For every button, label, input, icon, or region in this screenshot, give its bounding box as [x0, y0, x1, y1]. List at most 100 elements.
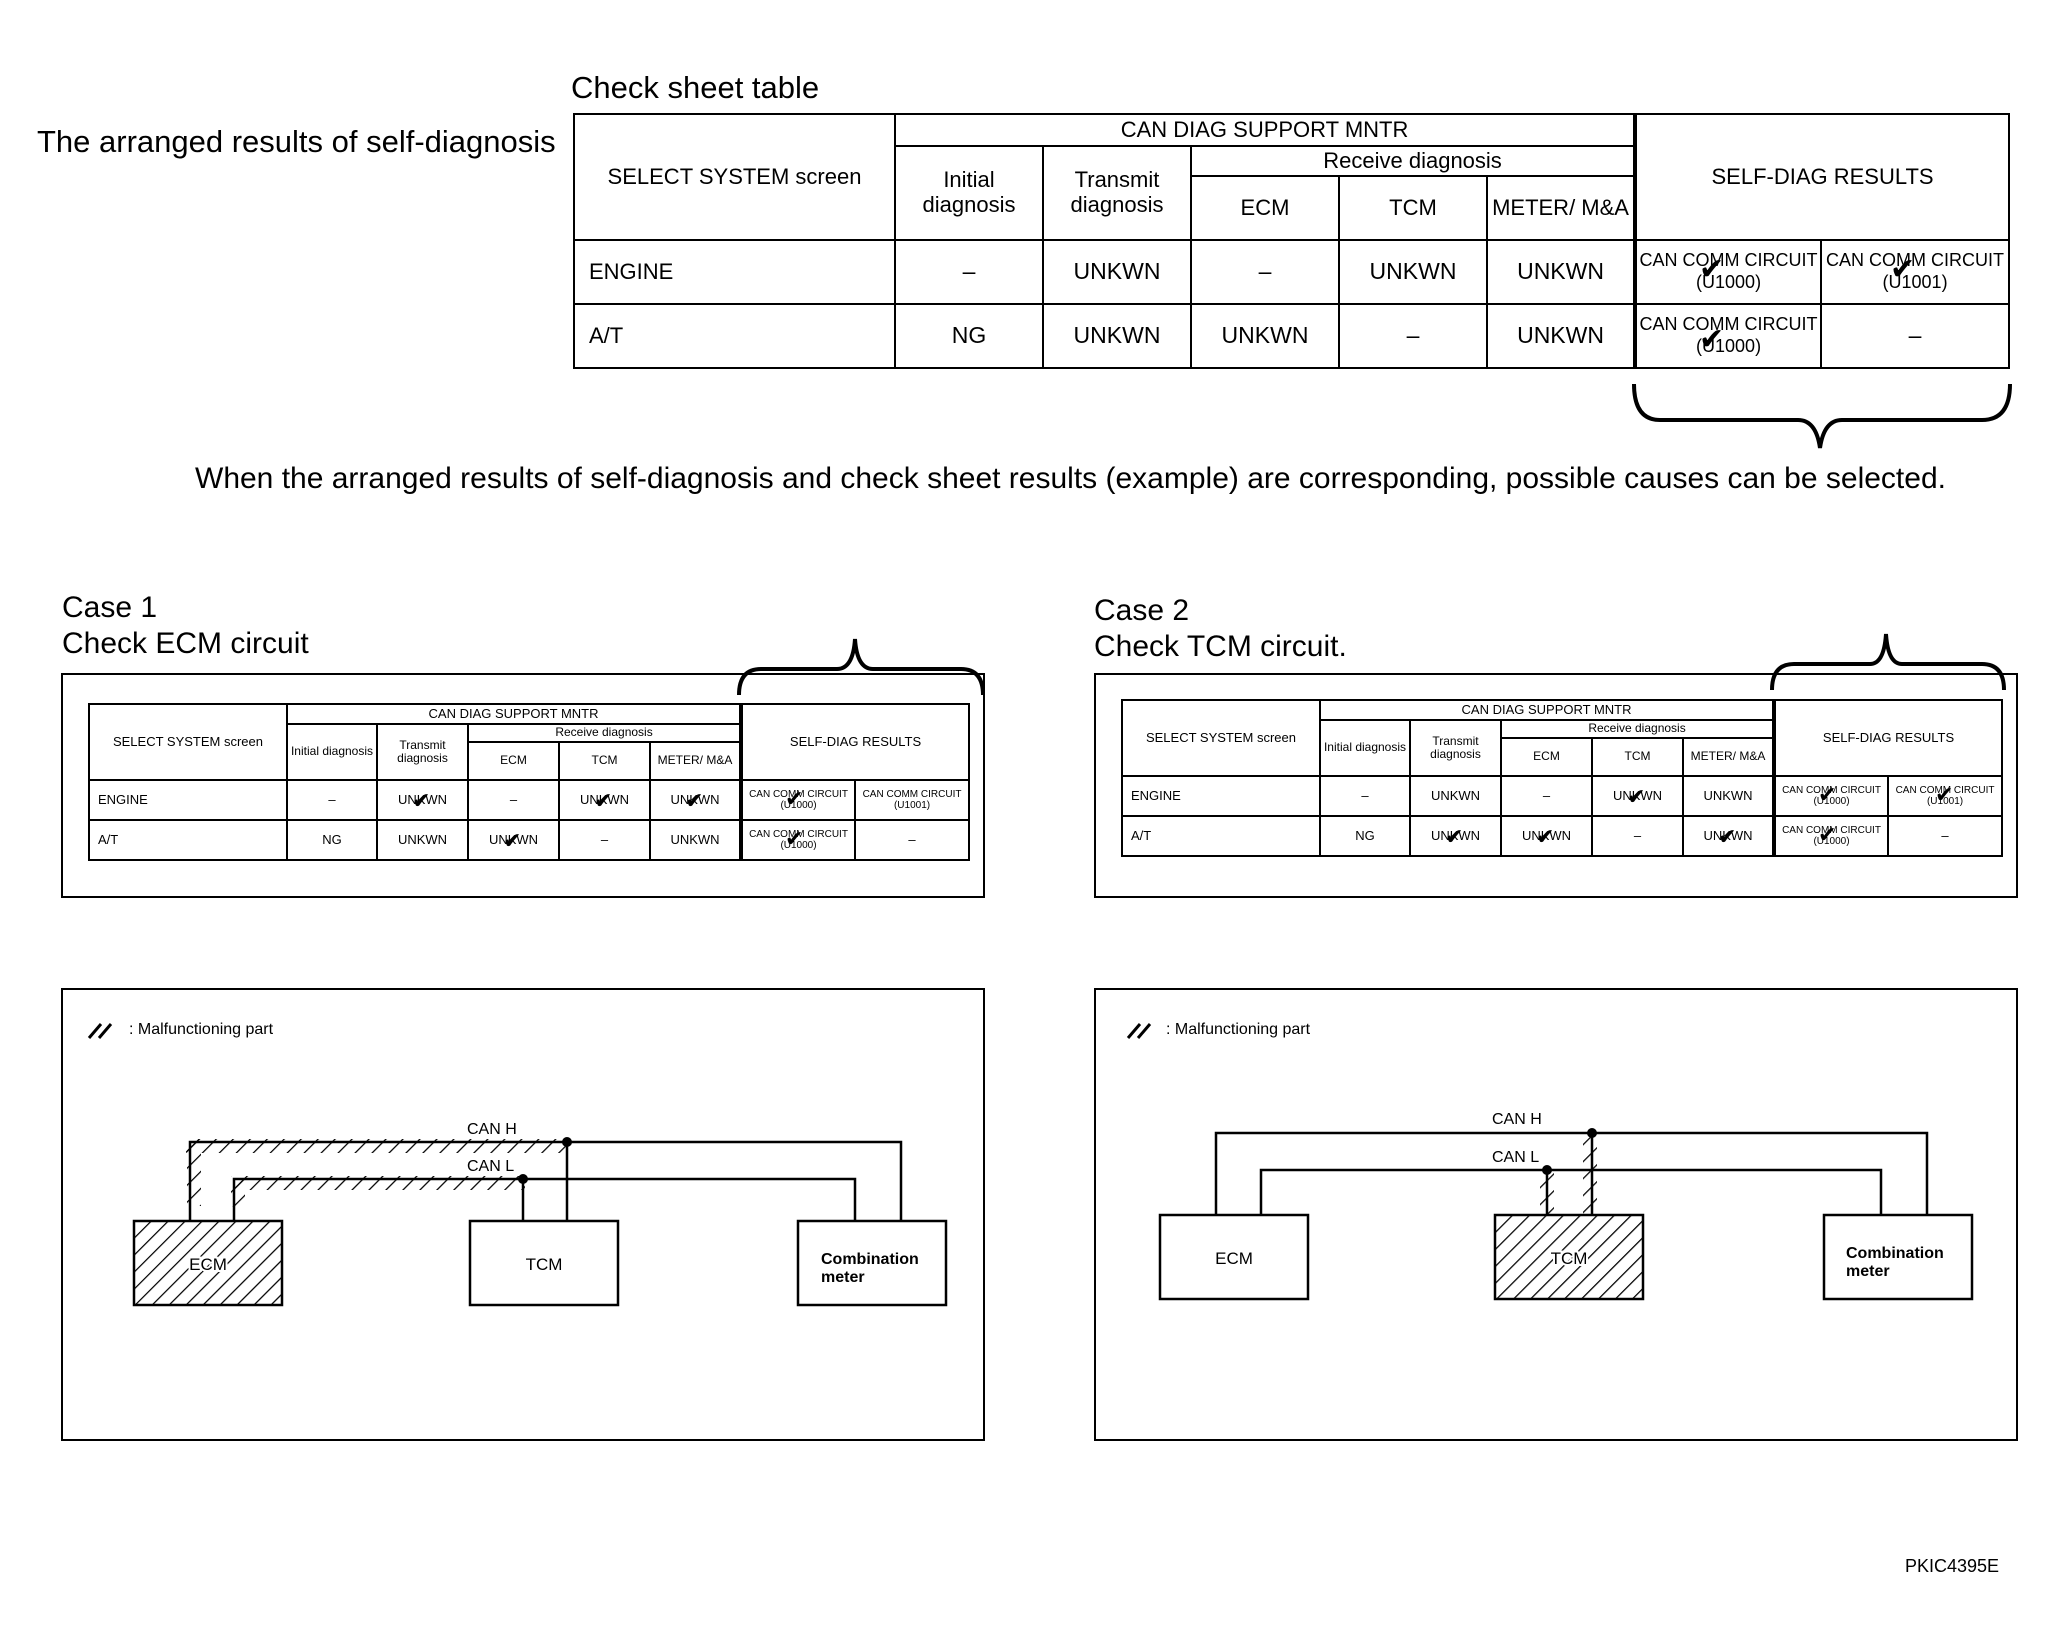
initial-cell: NG [286, 819, 378, 861]
cell-text: UNKWN [1612, 787, 1663, 803]
ecm-module [1158, 1213, 1310, 1301]
can-l-label: CAN L [467, 1158, 514, 1175]
meter-cell: UNKWN [1485, 239, 1637, 305]
case-2-title: Case 2 Check TCM circuit. [1094, 593, 1347, 665]
case-2-check-sheet-table: SELECT SYSTEM screen CAN DIAG SUPPORT MN… [1121, 699, 2004, 857]
table-row: ENGINE – UNKWN – UNKWN UNKWN CAN COMM CI… [573, 239, 2011, 305]
tcm-cell: UNKWN [1338, 239, 1488, 305]
tcm-module [468, 1219, 620, 1307]
combination-meter-module [796, 1219, 948, 1307]
can-h-wire [1214, 1131, 1929, 1214]
tcm-cell: UNKWN✔ [1591, 775, 1684, 817]
tcm-header: TCM [558, 741, 651, 781]
junction-dot [562, 1137, 572, 1147]
figure-code: PKIC4395E [1905, 1556, 2000, 1576]
table-row: A/T NG UNKWN UNKWN✔ – UNKWN CAN COMM CIR… [88, 819, 971, 861]
combination-meter-label: Combination meter [1846, 1245, 1948, 1280]
case-action: Check ECM circuit [62, 627, 309, 660]
self-diag-text: CAN COMM CIRCUIT (U1000) [1639, 250, 1818, 292]
ecm-module [132, 1219, 284, 1307]
self-diag-cell: CAN COMM CIRCUIT (U1000)✔ [1772, 815, 1890, 857]
ecm-cell: UNKWN [1190, 303, 1340, 369]
self-diag-cell: – [854, 819, 971, 861]
combination-meter-label-line: Combination [821, 1251, 919, 1268]
cell-text: UNKWN [1430, 827, 1481, 843]
receive-diagnosis-header: Receive diagnosis [1189, 145, 1637, 177]
tcm-cell: – [558, 819, 651, 861]
transmit-cell: UNKWN [1042, 303, 1192, 369]
can-h-wire [188, 1140, 903, 1220]
system-cell: A/T [1121, 815, 1321, 857]
can-l-wire [232, 1177, 857, 1220]
case-2-circuit-diagram: : Malfunctioning part CAN H CAN L ECM TC… [1126, 1021, 1974, 1301]
meter-header: METER/ M&A [648, 741, 743, 781]
meter-cell: UNKWN [1681, 775, 1776, 817]
table-row: A/T NG UNKWN UNKWN – UNKWN CAN COMM CIRC… [573, 303, 2011, 369]
main-check-sheet-table: SELECT SYSTEM screen CAN DIAG SUPPORT MN… [573, 113, 2011, 369]
transmit-cell: UNKWN✔ [1409, 815, 1502, 857]
case-label: Case 1 [62, 591, 158, 624]
system-cell: ENGINE [573, 239, 896, 305]
select-system-header: SELECT SYSTEM screen [1121, 699, 1321, 777]
case-1-circuit-frame [61, 988, 985, 1441]
transmit-cell: UNKWN [376, 819, 469, 861]
initial-cell: NG [894, 303, 1044, 369]
cell-text: UNKWN [1703, 827, 1753, 843]
ecm-module-label: ECM [1215, 1249, 1253, 1268]
brace-icon [1770, 633, 2006, 691]
can-diag-support-header: CAN DIAG SUPPORT MNTR [285, 703, 743, 725]
hatch-legend-icon [1126, 1023, 1152, 1039]
select-system-header: SELECT SYSTEM screen [88, 703, 288, 781]
cell-text: UNKWN [397, 791, 448, 807]
hatched-can-h-wire [1583, 1134, 1597, 1216]
cell-text: UNKWN [579, 791, 630, 807]
transmit-diagnosis-header: Transmit diagnosis [376, 723, 469, 781]
self-diag-results-header: SELF-DIAG RESULTS [739, 703, 971, 781]
ecm-header: ECM [467, 741, 560, 781]
self-diag-cell: CAN COMM CIRCUIT (U1000)✔ [1633, 303, 1823, 369]
table-row: A/T NG UNKWN✔ UNKWN✔ – UNKWN✔ CAN COMM C… [1121, 815, 2004, 857]
meter-header: METER/ M&A [1485, 175, 1637, 241]
brace-icon [1632, 383, 2012, 449]
table-row: ENGINE – UNKWN✔ – UNKWN✔ UNKWN✔ CAN COMM… [88, 779, 971, 821]
ecm-cell: UNKWN✔ [467, 819, 560, 861]
self-diag-cell: CAN COMM CIRCUIT (U1001)✔ [1887, 775, 2004, 817]
check-sheet-title: Check sheet table [571, 70, 820, 105]
can-h-label: CAN H [1492, 1111, 1542, 1128]
hatch-legend-icon [87, 1023, 113, 1039]
case-1-circuit-diagram: : Malfunctioning part CAN H CAN L ECM TC… [87, 1021, 948, 1307]
self-diag-results-header: SELF-DIAG RESULTS [1772, 699, 2004, 777]
self-diag-text: CAN COMM CIRCUIT (U1000) [749, 829, 848, 851]
brace-icon [737, 638, 985, 696]
initial-cell: – [894, 239, 1044, 305]
case-2-circuit-frame [1094, 988, 2018, 1441]
initial-cell: – [1319, 775, 1411, 817]
table-row: ENGINE – UNKWN – UNKWN✔ UNKWN CAN COMM C… [1121, 775, 2004, 817]
initial-diagnosis-header: Initial diagnosis [894, 145, 1044, 241]
combination-meter-label-line: meter [821, 1269, 865, 1286]
tcm-header: TCM [1338, 175, 1488, 241]
initial-diagnosis-header: Initial diagnosis [286, 723, 378, 781]
transmit-diagnosis-header: Transmit diagnosis [1409, 719, 1502, 777]
legend-label: : Malfunctioning part [129, 1021, 274, 1038]
meter-cell: UNKWN [1485, 303, 1637, 369]
tcm-cell: – [1338, 303, 1488, 369]
system-cell: ENGINE [88, 779, 288, 821]
tcm-cell: – [1591, 815, 1684, 857]
tcm-cell: UNKWN✔ [558, 779, 651, 821]
transmit-diagnosis-header: Transmit diagnosis [1042, 145, 1192, 241]
initial-cell: – [286, 779, 378, 821]
self-diag-cell: CAN COMM CIRCUIT (U1000)✔ [739, 779, 857, 821]
cell-text: UNKWN [488, 831, 539, 847]
combination-meter-module [1822, 1213, 1974, 1301]
self-diag-text: CAN COMM CIRCUIT (U1001) [862, 789, 962, 811]
case-1-table-frame [61, 673, 985, 898]
receive-diagnosis-header: Receive diagnosis [466, 723, 743, 743]
case-label: Case 2 [1094, 594, 1190, 627]
case-action: Check TCM circuit. [1094, 630, 1347, 663]
ecm-cell: – [1500, 775, 1593, 817]
meter-cell: UNKWN [648, 819, 743, 861]
junction-dot [1587, 1128, 1597, 1138]
select-system-header: SELECT SYSTEM screen [573, 113, 896, 241]
case-1-title: Case 1 Check ECM circuit [62, 590, 309, 662]
